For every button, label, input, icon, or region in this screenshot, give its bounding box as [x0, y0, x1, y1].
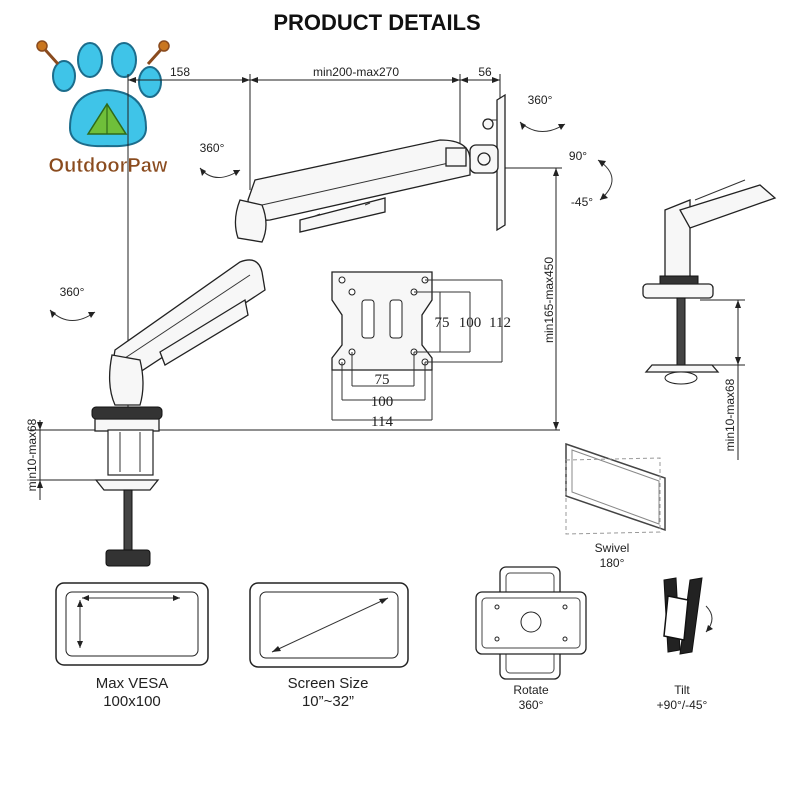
rotation-arrow-base: 360°	[49, 285, 96, 321]
rotation-label-base: 360°	[60, 285, 85, 299]
desk-clamp	[94, 429, 160, 567]
tilt-up-label: 90°	[569, 149, 587, 163]
page-title: PRODUCT DETAILS	[273, 10, 480, 35]
feature-tilt: Tilt +90°/-45°	[657, 577, 713, 712]
screen-size-value: 10”~32”	[302, 693, 354, 710]
dim-top-range: min200-max270	[313, 65, 399, 79]
outdoorpaw-logo: OutdoorPaw	[36, 40, 170, 177]
side-view-clamp: min10-max68	[642, 179, 777, 460]
vesa-right-75: 75	[435, 315, 450, 331]
screen-size-label: Screen Size	[288, 675, 369, 692]
tilt-value: +90°/-45°	[657, 698, 708, 712]
vesa-bottom-75: 75	[375, 372, 390, 388]
rotation-arrow-upper: 360°	[200, 141, 241, 178]
vesa-right-112: 112	[489, 315, 511, 331]
tilt-label: Tilt	[674, 683, 690, 697]
monitor-arm-drawing: 158 min200-max270 56 min165-max450	[25, 65, 613, 567]
dim-clamp-left: min10-max68	[25, 418, 39, 491]
tilt-down-label: -45°	[571, 195, 593, 209]
swivel-illustration: Swivel 180°	[565, 442, 666, 570]
rotation-arrow-monitor: 360°	[519, 93, 566, 132]
tilt-arrow: 90° -45°	[569, 149, 613, 209]
dim-158: 158	[170, 65, 190, 79]
rotate-value: 360°	[519, 698, 544, 712]
max-vesa-value: 100x100	[103, 693, 161, 710]
feature-screen-size: Screen Size 10”~32”	[249, 582, 409, 710]
rotate-label: Rotate	[513, 683, 549, 697]
brand-name: OutdoorPaw	[49, 155, 168, 177]
dim-clamp-right: min10-max68	[723, 378, 737, 451]
base-cap	[91, 406, 163, 420]
rotation-label-upper: 360°	[200, 141, 225, 155]
max-vesa-label: Max VESA	[96, 675, 169, 692]
vesa-right-100: 100	[459, 315, 482, 331]
dim-height: min165-max450	[542, 257, 556, 343]
monitor-panel	[496, 93, 506, 232]
elbow-joint	[234, 199, 267, 243]
pole	[108, 354, 144, 406]
paw-icon	[52, 42, 162, 148]
swivel-label: Swivel	[595, 541, 630, 555]
swivel-value: 180°	[600, 556, 625, 570]
feature-max-vesa: Max VESA 100x100	[55, 582, 209, 710]
vesa-bottom-114: 114	[371, 414, 393, 430]
feature-rotate: Rotate 360°	[475, 566, 587, 712]
stake-icon-right	[146, 40, 170, 66]
rotation-label-monitor: 360°	[528, 93, 553, 107]
vesa-bottom-100: 100	[371, 394, 394, 410]
dim-56: 56	[478, 65, 492, 79]
vesa-plate: 75 100 112 75 100 114	[331, 271, 511, 430]
stake-icon-left	[36, 40, 60, 66]
